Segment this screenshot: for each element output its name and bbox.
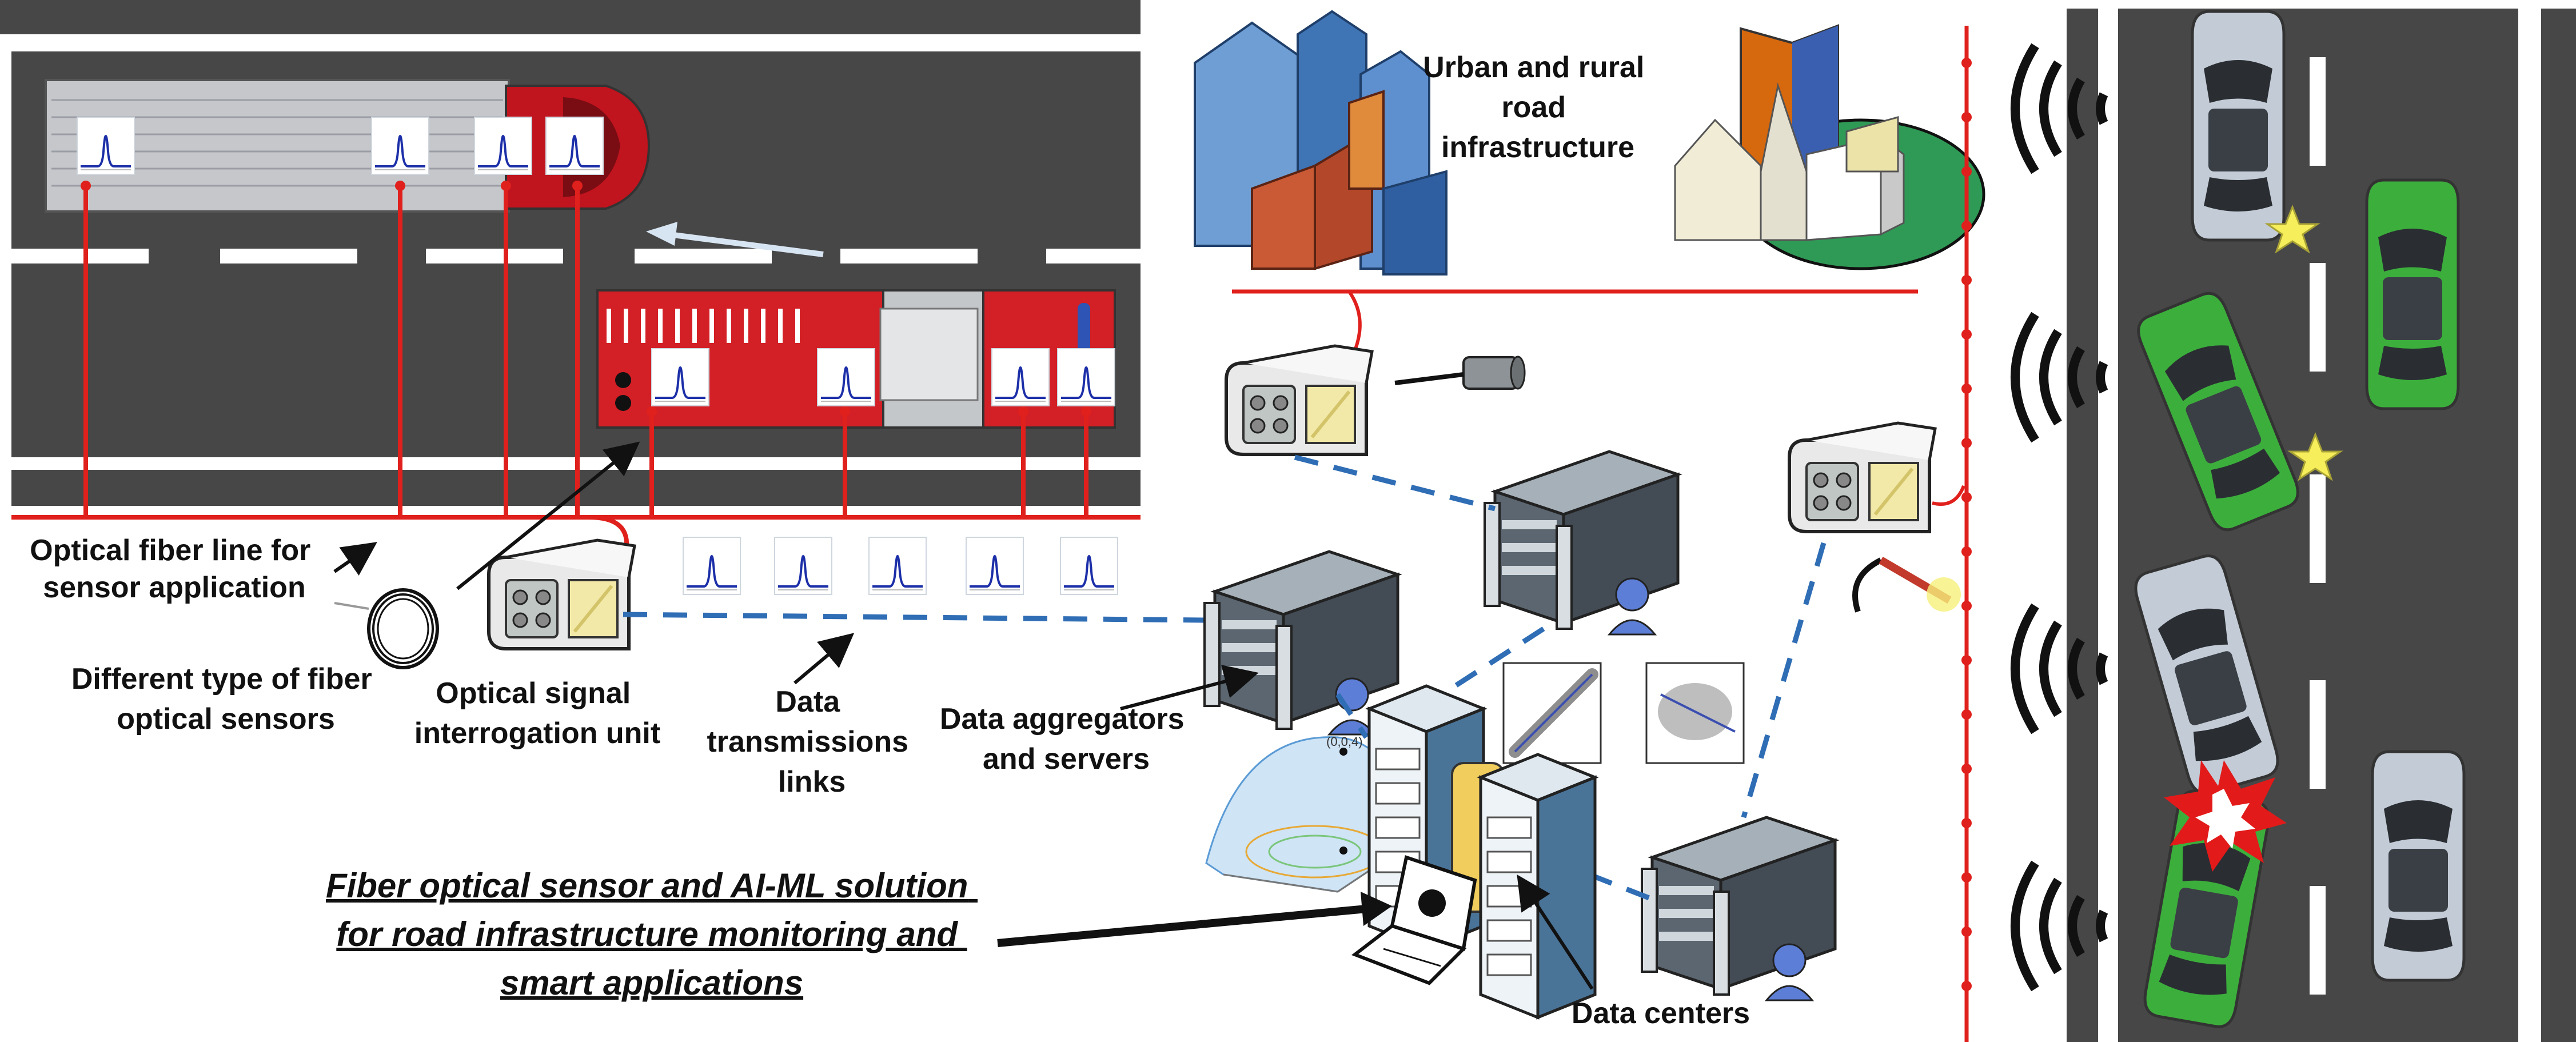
bragg-peak-icon <box>816 348 876 407</box>
bragg-peak-icon <box>682 536 741 596</box>
bragg-peak-icon <box>545 116 604 175</box>
interrogation-label: Optical signal interrogation unit <box>414 677 660 750</box>
sensors-label: Different type of fiber optical sensors <box>71 662 380 736</box>
motion-arrow <box>668 231 824 257</box>
data-centers-label: Data centers <box>1572 997 1750 1030</box>
server-icon <box>1485 452 1678 634</box>
bragg-peak-icon <box>1056 348 1116 407</box>
bragg-peak-icon <box>965 536 1024 596</box>
roadside-fiber-sensors <box>1961 58 1972 991</box>
bragg-peak-icon <box>651 348 710 407</box>
collision-icon <box>2164 760 2287 872</box>
interrogator-icon <box>489 540 635 649</box>
aggregators-label: Data aggregators and servers <box>940 702 1193 776</box>
car-silver-icon <box>2192 11 2284 240</box>
fiber-line <box>11 186 1141 552</box>
plot-point-label: (0,0,4) <box>1326 734 1363 749</box>
bragg-peak-icon <box>473 116 533 175</box>
star-icon <box>2287 432 2343 481</box>
bragg-peak-icon <box>76 116 135 175</box>
city-icon <box>1194 10 1447 276</box>
fiber-line-label: Optical fiber line for sensor applicatio… <box>30 534 319 604</box>
car-green-icon <box>2367 180 2458 409</box>
right-lane-markings <box>2310 57 2326 995</box>
bragg-peak-icon <box>868 536 927 596</box>
bragg-peak-icon <box>370 116 430 175</box>
bus <box>596 289 1116 429</box>
infrastructure-label: Urban and rural road infrastructure <box>1423 51 1653 164</box>
star-icon <box>2264 204 2320 254</box>
interrogator-icon <box>1226 346 1372 454</box>
data-links <box>623 454 1827 903</box>
server-icon <box>1642 817 1835 1000</box>
proximity-sensor-icon <box>1394 356 1526 390</box>
left-road <box>0 0 1141 506</box>
bragg-peak-icon <box>1059 536 1119 596</box>
scatter-plot-correlated <box>1502 662 1602 764</box>
server-icon <box>1205 552 1398 734</box>
laptop-icon <box>1351 855 1477 985</box>
village-icon <box>1674 24 1985 270</box>
truck <box>45 79 651 213</box>
data-center-tower-icon <box>1481 754 1595 1017</box>
car-silver-icon <box>2372 752 2464 980</box>
bragg-peak-icon <box>773 536 833 596</box>
surface-plot: (0,0,4) <box>1205 734 1407 893</box>
interrogator-icon <box>1789 423 1935 532</box>
links-label: Data transmissions links <box>707 685 916 799</box>
right-road <box>2067 9 2576 1042</box>
motion-arrow-head <box>646 222 677 246</box>
bragg-peak-icon <box>991 348 1050 407</box>
diagram-title: Fiber optical sensor and AI-ML solution … <box>326 867 978 1002</box>
temperature-probe-icon <box>1852 556 1961 613</box>
fiber-sensor-coil <box>334 588 439 669</box>
scatter-plot-diffuse <box>1645 662 1745 764</box>
